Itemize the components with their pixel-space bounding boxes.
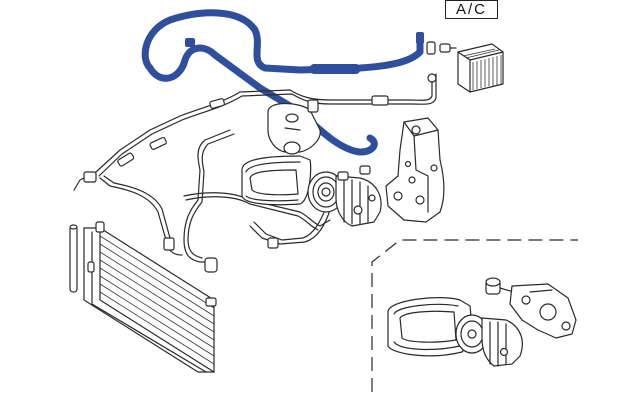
refrigerant-lines[interactable]	[73, 73, 437, 273]
receiver-drier[interactable]	[267, 99, 321, 155]
connector-fitting	[426, 41, 457, 55]
inset-frame	[371, 239, 578, 392]
evaporator-core[interactable]	[457, 43, 504, 93]
condenser[interactable]	[69, 221, 217, 373]
compressor-bracket[interactable]	[385, 117, 445, 223]
highlighted-ac-hose[interactable]	[141, 9, 424, 156]
ac-compressor[interactable]	[241, 155, 382, 227]
inset-compressor-assembly[interactable]	[387, 277, 577, 367]
ac-label: A/C	[445, 0, 498, 19]
